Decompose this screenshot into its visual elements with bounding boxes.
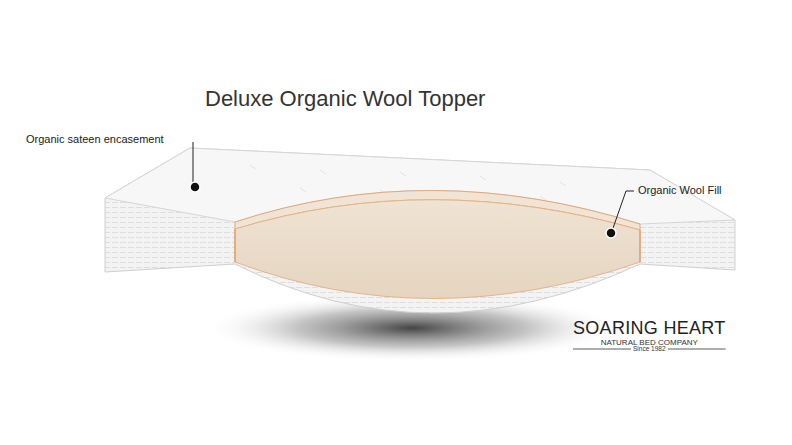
part-label: Organic Wool Fill [638, 184, 722, 196]
leader-line [612, 191, 634, 231]
callout-dot [606, 228, 616, 238]
fill-cut-edge [639, 230, 641, 262]
leader-line [193, 142, 194, 185]
logo-name: SOARING HEART [573, 318, 726, 339]
part-label: Organic sateen encasement [26, 133, 164, 145]
wool-fill-section [235, 200, 640, 299]
diagram-title: Deluxe Organic Wool Topper [205, 86, 485, 112]
callout-dot [190, 182, 200, 192]
logo-since: Since 1982 [631, 345, 668, 352]
topper-body [105, 148, 735, 313]
fill-cut-edge [234, 229, 236, 262]
